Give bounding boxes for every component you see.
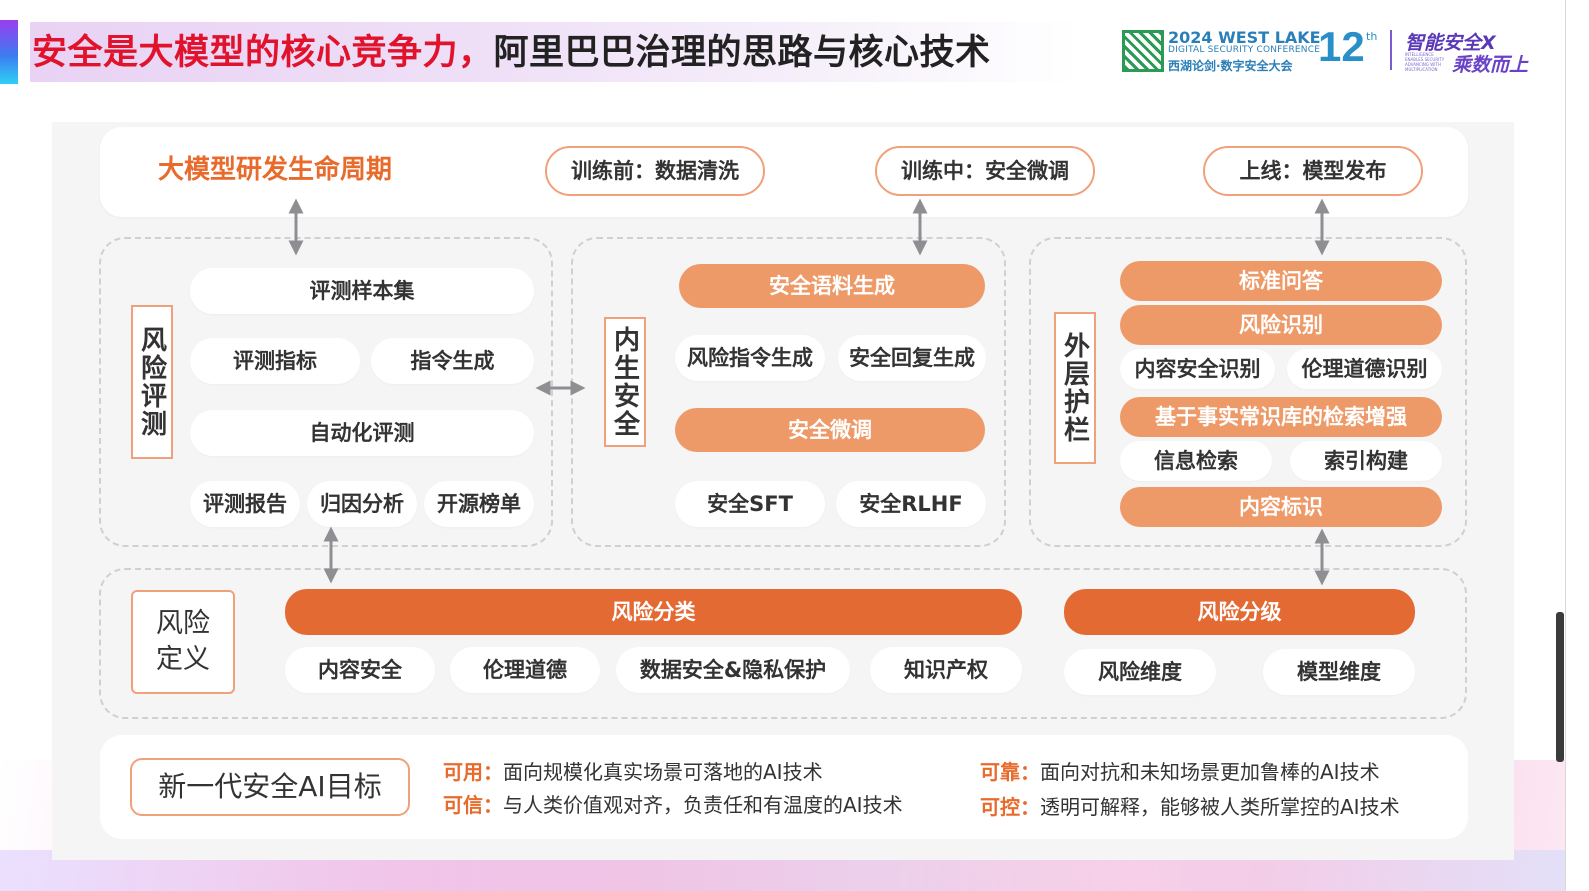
- safe-reply-generation: 安全回复生成: [838, 335, 986, 381]
- safety-corpus-generation: 安全语料生成: [679, 264, 985, 308]
- information-retrieval: 信息检索: [1120, 441, 1272, 481]
- goals-label: 新一代安全AI目标: [130, 758, 410, 816]
- risk-definition-label-text: 风险定义: [156, 608, 210, 675]
- category-data-privacy: 数据安全&隐私保护: [616, 647, 850, 693]
- eval-metrics: 评测指标: [190, 338, 360, 384]
- risk-grading: 风险分级: [1064, 589, 1415, 635]
- logo-text-chinese: 西湖论剑·数字安全大会: [1168, 59, 1293, 73]
- risk-definition-group: [99, 568, 1467, 719]
- slide-title-highlight: 安全是大模型的核心竞争力: [32, 33, 459, 73]
- risk-classification: 风险分类: [285, 589, 1022, 635]
- goal-controllable: 可控：透明可解释，能够被人类所掌控的AI技术: [980, 793, 1400, 821]
- goal-trusted: 可信：与人类价值观对齐，负责任和有温度的AI技术: [443, 791, 903, 819]
- logo-slogan-small: INTELLIGENCE ENABLES SECURITY ADVANCING …: [1405, 52, 1445, 72]
- risk-identification: 风险识别: [1120, 305, 1442, 345]
- lifecycle-title: 大模型研发生命周期: [158, 155, 393, 185]
- category-ip: 知识产权: [870, 647, 1022, 693]
- attribution-analysis: 归因分析: [307, 481, 417, 527]
- knowledge-base-rag: 基于事实常识库的检索增强: [1120, 397, 1442, 437]
- risk-instruction-generation: 风险指令生成: [675, 335, 825, 381]
- category-content-safety: 内容安全: [285, 647, 435, 693]
- logo-edition-suffix: th: [1366, 30, 1378, 43]
- goal-reliable-text: 面向对抗和未知场景更加鲁棒的AI技术: [1040, 760, 1380, 784]
- safety-sft: 安全SFT: [675, 481, 825, 527]
- instruction-generation: 指令生成: [371, 338, 534, 384]
- stage-pre-training: 训练前：数据清洗: [545, 146, 765, 196]
- slide-title-rest: 阿里巴巴治理的思路与核心技术: [493, 33, 991, 73]
- stage-training: 训练中：安全微调: [875, 146, 1095, 196]
- category-ethics: 伦理道德: [450, 647, 600, 693]
- eval-report: 评测报告: [190, 481, 300, 527]
- open-leaderboard: 开源榜单: [424, 481, 534, 527]
- slide-title: 安全是大模型的核心竞争力，阿里巴巴治理的思路与核心技术: [32, 28, 991, 78]
- model-dimension: 模型维度: [1263, 649, 1415, 695]
- risk-dimension: 风险维度: [1064, 649, 1216, 695]
- stage-release: 上线：模型发布: [1203, 146, 1423, 196]
- scrollbar-thumb[interactable]: [1556, 612, 1564, 762]
- risk-eval-label: 风险评测: [131, 305, 173, 459]
- goal-usable: 可用：面向规模化真实场景可落地的AI技术: [443, 758, 823, 786]
- slide-title-separator: ，: [458, 33, 494, 73]
- title-accent-bar: [0, 20, 18, 84]
- risk-definition-label: 风险定义: [131, 590, 235, 694]
- guardrail-label: 外层护栏: [1054, 312, 1096, 464]
- goal-controllable-text: 透明可解释，能够被人类所掌控的AI技术: [1040, 795, 1400, 819]
- logo-divider: [1390, 30, 1392, 70]
- content-safety-identification: 内容安全识别: [1120, 349, 1275, 389]
- standard-qa: 标准问答: [1120, 261, 1442, 301]
- goal-controllable-key: 可控：: [980, 795, 1040, 819]
- goal-trusted-key: 可信：: [443, 793, 503, 817]
- logo-slogan-line1: 智能安全X: [1405, 32, 1496, 54]
- title-band: [30, 22, 1080, 82]
- endogenous-safety-label: 内生安全: [604, 317, 646, 447]
- window-edge: [1565, 0, 1589, 891]
- conference-logo-icon: [1122, 30, 1164, 72]
- automated-eval: 自动化评测: [190, 410, 534, 456]
- safety-rlhf: 安全RLHF: [836, 481, 986, 527]
- guardrail-group: [1029, 237, 1467, 547]
- goal-usable-text: 面向规模化真实场景可落地的AI技术: [503, 760, 823, 784]
- logo-text-west-lake: 2024 WEST LAKE: [1168, 28, 1321, 47]
- logo-edition: 12: [1318, 23, 1365, 70]
- goal-reliable: 可靠：面向对抗和未知场景更加鲁棒的AI技术: [980, 758, 1380, 786]
- eval-sample-set: 评测样本集: [190, 268, 534, 314]
- ethics-identification: 伦理道德识别: [1287, 349, 1442, 389]
- goal-reliable-key: 可靠：: [980, 760, 1040, 784]
- safety-finetuning: 安全微调: [675, 408, 985, 452]
- content-labeling: 内容标识: [1120, 487, 1442, 527]
- goal-usable-key: 可用：: [443, 760, 503, 784]
- logo-slogan-line2: 乘数而上: [1452, 54, 1529, 76]
- logo-text-conference: DIGITAL SECURITY CONFERENCE: [1168, 45, 1321, 55]
- index-construction: 索引构建: [1290, 441, 1442, 481]
- goal-trusted-text: 与人类价值观对齐，负责任和有温度的AI技术: [503, 793, 903, 817]
